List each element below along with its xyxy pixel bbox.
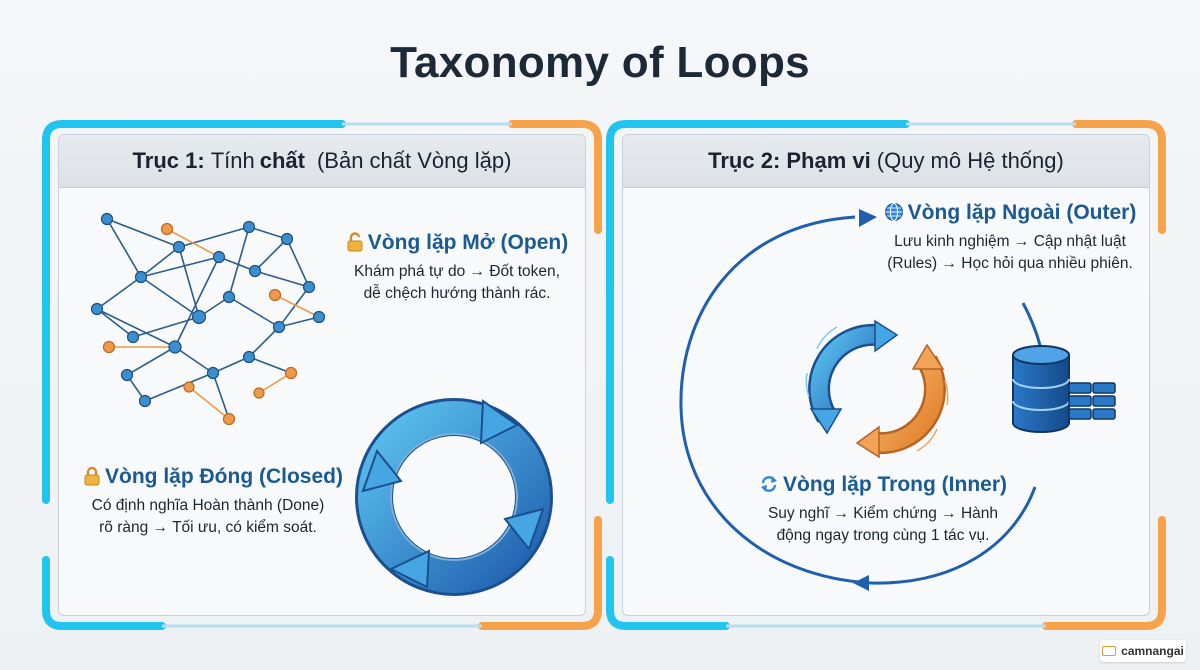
left-panel-nature-axis: Trục 1: Tính chất (Bản chất Vòng lặp)	[42, 120, 602, 630]
outer-loop-desc-line-2: (Rules) → Học hỏi qua nhiều phiên.	[887, 255, 1133, 272]
inner-loop-desc-line-2: động ngay trong cùng 1 tác vụ.	[776, 527, 990, 544]
left-panel-header: Trục 1: Tính chất (Bản chất Vòng lặp)	[59, 135, 585, 188]
closed-loop-title-text: Vòng lặp Đóng (Closed)	[105, 465, 343, 488]
closed-loop-label: Vòng lặp Đóng (Closed) Có định nghĩa Hoà…	[83, 465, 343, 539]
inner-loop-label: Vòng lặp Trong (Inner) Suy nghĩ → Kiểm c…	[753, 473, 1013, 547]
outer-loop-title: Vòng lặp Ngoài (Outer)	[877, 201, 1143, 225]
inner-loop-cycle-arrows	[805, 319, 949, 459]
outer-loop-desc: Lưu kinh nghiệm → Cập nhật luật (Rules) …	[877, 231, 1143, 275]
brand-name: camnangai	[1121, 644, 1184, 658]
panel-frame	[42, 120, 602, 630]
open-loop-desc-line-1: Khám phá tự do → Đốt token,	[354, 263, 560, 280]
locked-padlock-icon	[84, 466, 100, 486]
database-icon	[1012, 345, 1116, 433]
globe-icon	[884, 203, 903, 221]
outer-loop-desc-line-1: Lưu kinh nghiệm → Cập nhật luật	[894, 233, 1126, 250]
refresh-cycle-icon	[761, 476, 777, 492]
outer-loop-label: Vòng lặp Ngoài (Outer) Lưu kinh nghiệm →…	[877, 201, 1143, 275]
closed-loop-desc-line-1: Có định nghĩa Hoàn thành (Done)	[91, 497, 325, 514]
inner-loop-title-text: Vòng lặp Trong (Inner)	[783, 473, 1007, 496]
open-loop-desc: Khám phá tự do → Đốt token, dễ chệch hướ…	[337, 261, 577, 305]
header-bold-word: chất	[259, 148, 305, 173]
open-loop-title: Vòng lặp Ngoài (Outer)Vòng lặp Mở (Open)	[337, 231, 577, 255]
outer-loop-title-text: Vòng lặp Ngoài (Outer)	[907, 201, 1137, 224]
closed-loop-title: Vòng lặp Đóng (Closed)	[83, 465, 343, 489]
right-panel-body: Trục 2: Phạm vi (Quy mô Hệ thống) Vòng l…	[622, 134, 1150, 616]
right-panel-scope-axis: Trục 2: Phạm vi (Quy mô Hệ thống) Vòng l…	[606, 120, 1166, 630]
right-panel-header: Trục 2: Phạm vi (Quy mô Hệ thống)	[623, 135, 1149, 188]
closed-loop-desc-line-2: rõ ràng → Tối ưu, có kiểm soát.	[99, 519, 317, 536]
open-loop-title-text: Vòng lặp Mở (Open)	[367, 231, 569, 254]
page-title: Taxonomy of Loops	[390, 38, 810, 87]
brand-badge[interactable]: camnangai	[1100, 640, 1186, 662]
header-axis-label: Trục 2: Phạm vi	[708, 148, 871, 173]
brand-logo-icon	[1102, 646, 1117, 656]
unlocked-padlock-icon	[347, 232, 363, 252]
header-subtitle: (Quy mô Hệ thống)	[876, 148, 1064, 173]
closed-loop-desc: Có định nghĩa Hoàn thành (Done) rõ ràng …	[83, 495, 333, 539]
header-subtitle: (Bản chất Vòng lặp)	[316, 148, 512, 173]
left-panel-body: Trục 1: Tính chất (Bản chất Vòng lặp)	[58, 134, 586, 616]
header-word: Tính	[210, 148, 255, 173]
inner-loop-title: Vòng lặp Trong (Inner)	[753, 473, 1013, 497]
panel-frame	[606, 120, 1166, 630]
inner-loop-desc: Suy nghĩ → Kiểm chứng → Hành động ngay t…	[753, 503, 1013, 547]
open-loop-desc-line-2: dễ chệch hướng thành rác.	[363, 285, 551, 302]
open-loop-network-graph	[90, 212, 326, 426]
header-axis-label: Trục 1:	[132, 148, 205, 173]
inner-loop-desc-line-1: Suy nghĩ → Kiểm chứng → Hành	[767, 505, 999, 522]
closed-loop-circular-arrows	[355, 398, 553, 596]
open-loop-label: Vòng lặp Ngoài (Outer)Vòng lặp Mở (Open)…	[337, 231, 577, 305]
